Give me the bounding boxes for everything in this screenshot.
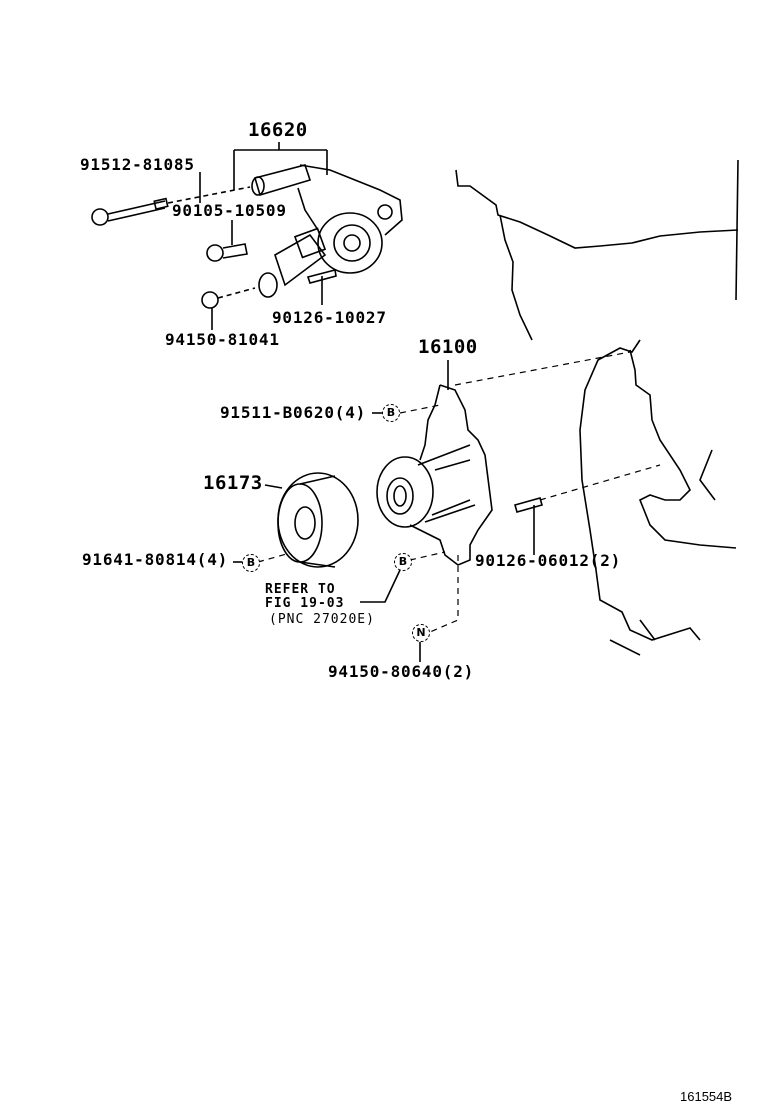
bolt-91512-81085 bbox=[91, 172, 251, 226]
stud-90126-06012 bbox=[514, 497, 543, 555]
marker-b: B bbox=[382, 404, 400, 422]
leader-lines bbox=[233, 412, 421, 662]
part-number-90126-06012[interactable]: 90126-06012(2) bbox=[475, 551, 622, 570]
marker-b: B bbox=[242, 554, 260, 572]
stud-90126-10027 bbox=[306, 269, 337, 305]
part-number-91512-81085[interactable]: 91512-81085 bbox=[80, 155, 195, 174]
part-number-90126-10027[interactable]: 90126-10027 bbox=[272, 308, 387, 327]
marker-n: N bbox=[412, 624, 430, 642]
dash-lines bbox=[257, 351, 661, 633]
nut-94150-81041 bbox=[201, 287, 256, 330]
part-number-16100[interactable]: 16100 bbox=[418, 336, 478, 358]
part-number-16620[interactable]: 16620 bbox=[248, 119, 308, 141]
marker-b: B bbox=[394, 553, 412, 571]
part-number-16173[interactable]: 16173 bbox=[203, 472, 263, 494]
bolt-90105-10509 bbox=[206, 220, 248, 262]
reference-figure-link[interactable]: FIG 19-03 bbox=[265, 596, 345, 611]
part-number-94150-81041[interactable]: 94150-81041 bbox=[165, 330, 280, 349]
part-number-91641-80814[interactable]: 91641-80814(4) bbox=[82, 550, 229, 569]
bracket-16620-leader bbox=[233, 142, 328, 190]
reference-pnc: (PNC 27020E) bbox=[269, 612, 375, 627]
figure-id: 161554B bbox=[680, 1089, 733, 1104]
part-number-90105-10509[interactable]: 90105-10509 bbox=[172, 201, 287, 220]
water-pump bbox=[376, 360, 493, 566]
reference-line-1: REFER TO bbox=[265, 582, 336, 597]
tensioner-assembly bbox=[251, 164, 403, 298]
part-number-91511-B0620[interactable]: 91511-B0620(4) bbox=[220, 403, 367, 422]
engine-block-outline bbox=[455, 159, 739, 656]
pulley-16173 bbox=[264, 472, 359, 568]
part-number-94150-80640[interactable]: 94150-80640(2) bbox=[328, 662, 475, 681]
